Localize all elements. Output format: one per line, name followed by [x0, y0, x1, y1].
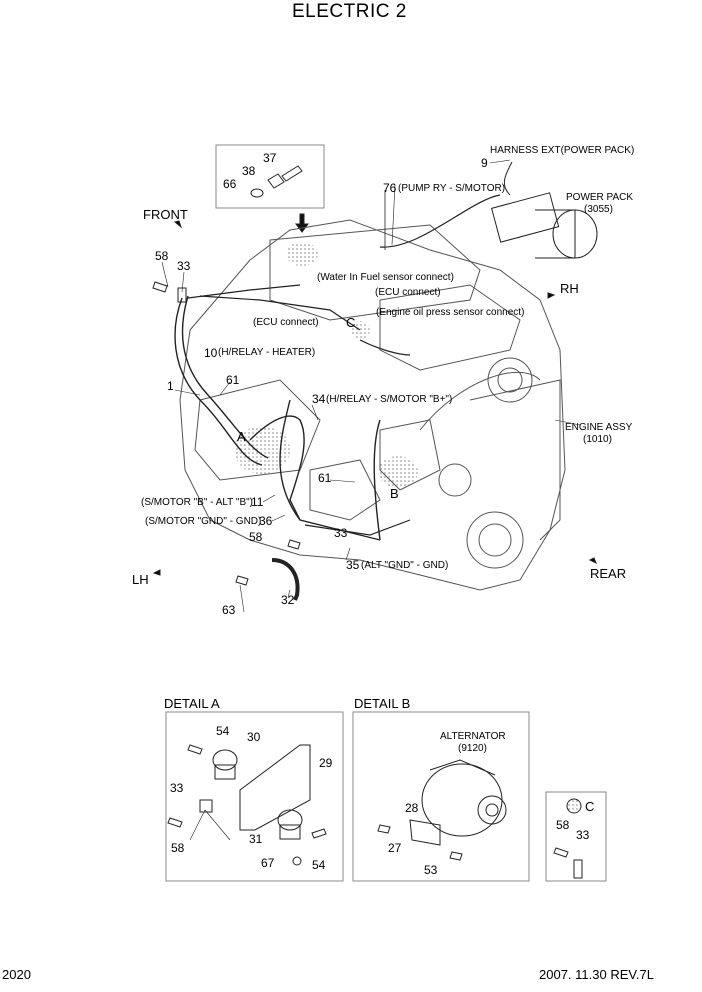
- detail-a-part-33: 33: [170, 781, 184, 795]
- part-58-lower-label: 58: [249, 530, 263, 544]
- revision-label: 2007. 11.30 REV.7L: [539, 967, 654, 982]
- detail-a-part-30: 30: [247, 730, 261, 744]
- detail-a-part-54-top: 54: [216, 724, 230, 738]
- callout-b: B: [390, 486, 399, 501]
- engine-assy-label: ENGINE ASSY: [565, 422, 633, 433]
- power-pack-code: (3055): [584, 204, 613, 215]
- detail-b-part-27: 27: [388, 841, 402, 855]
- part-61-lower-label: 61: [318, 471, 332, 485]
- detail-b-part-28: 28: [405, 801, 419, 815]
- smotor-gnd-label: (S/MOTOR "GND" - GND): [145, 516, 262, 527]
- engine-assy-code: (1010): [583, 434, 612, 445]
- smotor-alt-label: (S/MOTOR "B" - ALT "B"): [141, 497, 253, 508]
- engine-oil-press-label: (Engine oil press sensor connect): [376, 307, 525, 318]
- lh-direction: LH: [132, 572, 149, 587]
- detail-b-part-53: 53: [424, 863, 438, 877]
- part-61-upper-label: 61: [226, 373, 240, 387]
- h-relay-heater-label: (H/RELAY - HEATER): [218, 347, 316, 358]
- inset-part-38: 38: [242, 164, 256, 178]
- h-relay-smotor-label: (H/RELAY - S/MOTOR "B+"): [326, 394, 453, 405]
- detail-c-heading: C: [585, 799, 595, 814]
- part-35-label: 35: [346, 558, 360, 572]
- rear-direction: REAR: [590, 566, 627, 581]
- part-9-label: 9: [481, 156, 488, 170]
- callout-c: C: [346, 315, 356, 330]
- ecu-connect-left-label: (ECU connect): [253, 317, 319, 328]
- part-36-label: 36: [259, 514, 273, 528]
- page-number: 2020: [2, 967, 31, 982]
- part-76-label: 76: [383, 181, 397, 195]
- detail-c-part-33: 33: [576, 828, 590, 842]
- detail-a-part-58: 58: [171, 841, 185, 855]
- detail-a-part-31: 31: [249, 832, 263, 846]
- power-pack-label: POWER PACK: [566, 192, 634, 203]
- pump-relay-label: (PUMP RY - S/MOTOR): [398, 183, 506, 194]
- page-title: ELECTRIC 2: [292, 1, 407, 22]
- part-34-label: 34: [312, 392, 326, 406]
- callout-a: A: [237, 429, 246, 444]
- detail-b-heading: DETAIL B: [354, 696, 411, 711]
- inset-part-37: 37: [263, 151, 277, 165]
- inset-part-66: 66: [223, 177, 237, 191]
- detail-a-part-67: 67: [261, 856, 275, 870]
- part-10-label: 10: [204, 346, 218, 360]
- harness-ext-label: HARNESS EXT(POWER PACK): [490, 145, 635, 156]
- part-58-label: 58: [155, 249, 169, 263]
- detail-a-part-29: 29: [319, 756, 333, 770]
- alternator-code: (9120): [458, 743, 487, 754]
- detail-c-part-58: 58: [556, 818, 570, 832]
- alt-gnd-label: (ALT "GND" - GND): [361, 560, 449, 571]
- ecu-connect-right-label: (ECU connect): [375, 287, 441, 298]
- rh-direction: RH: [560, 281, 579, 296]
- part-33-lower-label: 33: [334, 526, 348, 540]
- detail-a-heading: DETAIL A: [164, 696, 220, 711]
- detail-a-part-54-bottom: 54: [312, 858, 326, 872]
- front-direction: FRONT: [143, 207, 188, 222]
- alternator-label: ALTERNATOR: [440, 731, 506, 742]
- water-in-fuel-label: (Water In Fuel sensor connect): [317, 272, 454, 283]
- part-33-label: 33: [177, 259, 191, 273]
- part-11-label: 11: [251, 495, 264, 509]
- part-1-label: 1: [167, 379, 174, 393]
- part-63-label: 63: [222, 603, 236, 617]
- part-32-label: 32: [281, 593, 295, 607]
